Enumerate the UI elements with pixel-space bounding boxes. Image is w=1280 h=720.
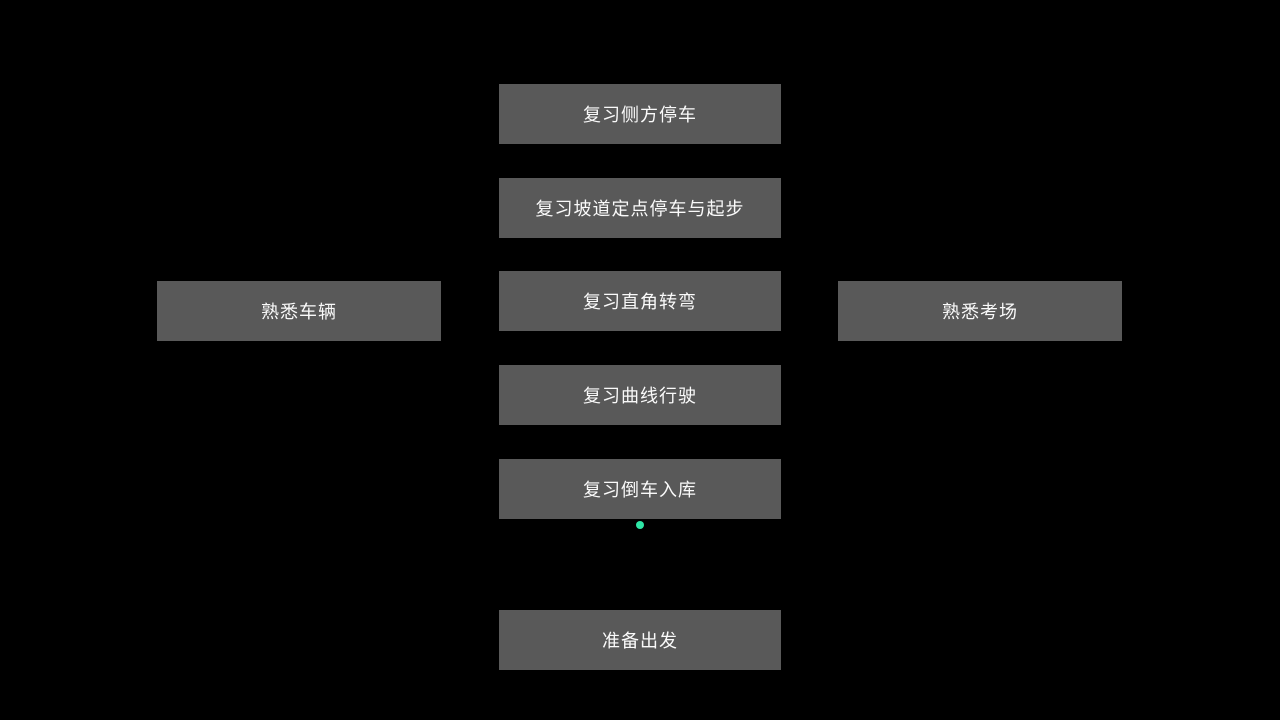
review-ramp-stop-and-start-button[interactable]: 复习坡道定点停车与起步: [499, 178, 781, 238]
familiarize-exam-area-button[interactable]: 熟悉考场: [838, 281, 1122, 341]
green-dot-icon: [636, 521, 644, 529]
review-right-angle-turn-button[interactable]: 复习直角转弯: [499, 271, 781, 331]
familiarize-vehicle-button[interactable]: 熟悉车辆: [157, 281, 441, 341]
review-reverse-parking-button[interactable]: 复习倒车入库: [499, 459, 781, 519]
review-side-parking-button[interactable]: 复习侧方停车: [499, 84, 781, 144]
ready-to-depart-button[interactable]: 准备出发: [499, 610, 781, 670]
review-curve-driving-button[interactable]: 复习曲线行驶: [499, 365, 781, 425]
